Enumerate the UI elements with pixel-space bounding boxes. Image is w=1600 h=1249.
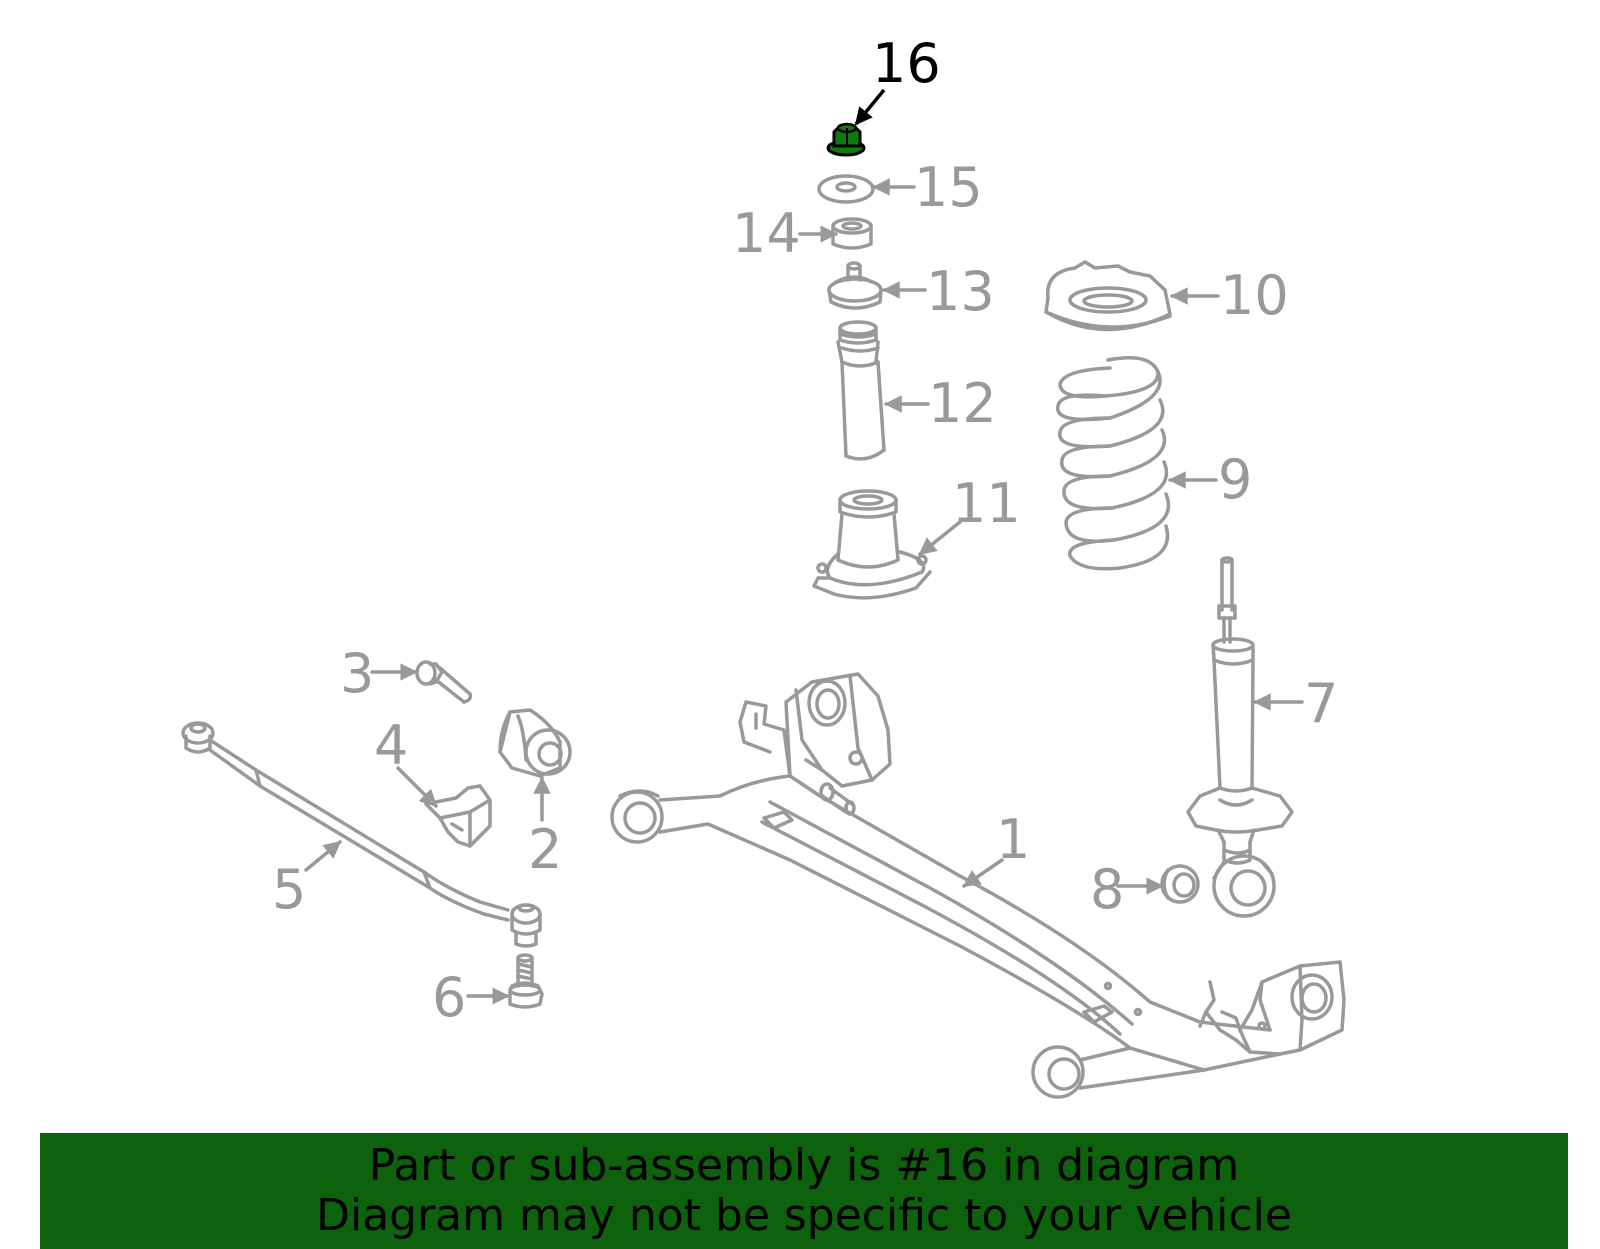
banner-line-2: Diagram may not be specific to your vehi… [316, 1190, 1292, 1241]
part-1-axle-beam[interactable] [610, 672, 1346, 1099]
part-6-bolt[interactable] [508, 953, 544, 1009]
callout-5[interactable]: 5 [272, 858, 306, 921]
part-7-shock[interactable] [1186, 556, 1294, 918]
callout-10[interactable]: 10 [1220, 264, 1289, 327]
callout-3[interactable]: 3 [340, 642, 374, 705]
part-10-insulator[interactable] [1044, 260, 1172, 332]
part-5-lateral-rod[interactable] [181, 721, 542, 948]
leader-lines [304, 178, 1304, 1005]
part-13-mount[interactable] [827, 261, 883, 310]
callout-13[interactable]: 13 [926, 260, 995, 323]
callout-7[interactable]: 7 [1304, 672, 1338, 735]
callout-16[interactable]: 16 [872, 32, 941, 95]
callout-6[interactable]: 6 [432, 966, 466, 1029]
info-banner: Part or sub-assembly is #16 in diagram D… [40, 1133, 1568, 1249]
part-12-boot[interactable] [836, 320, 886, 461]
part-2-bushing[interactable] [498, 708, 572, 778]
part-11-seat[interactable] [812, 489, 932, 600]
callout-12[interactable]: 12 [928, 372, 997, 435]
part-4-bracket[interactable] [424, 784, 492, 848]
callout-4[interactable]: 4 [374, 714, 408, 777]
part-9-spring[interactable] [1056, 356, 1171, 571]
callout-11[interactable]: 11 [952, 472, 1021, 535]
callout-2[interactable]: 2 [528, 818, 562, 881]
leader-line-16 [854, 88, 886, 126]
callout-9[interactable]: 9 [1218, 448, 1252, 511]
callout-1[interactable]: 1 [996, 808, 1030, 871]
part-3-bolt[interactable] [415, 660, 473, 704]
parts-diagram: 1 2 3 4 5 6 7 8 9 10 11 12 13 14 15 16 [181, 32, 1346, 1099]
part-16-nut[interactable] [826, 122, 866, 157]
callout-8[interactable]: 8 [1090, 858, 1124, 921]
part-15-washer[interactable] [817, 174, 875, 204]
part-14-bushing[interactable] [831, 217, 873, 250]
part-8-bushing[interactable] [1160, 864, 1200, 904]
callout-15[interactable]: 15 [914, 156, 983, 219]
banner-line-1: Part or sub-assembly is #16 in diagram [368, 1140, 1240, 1191]
callout-14[interactable]: 14 [732, 202, 801, 265]
